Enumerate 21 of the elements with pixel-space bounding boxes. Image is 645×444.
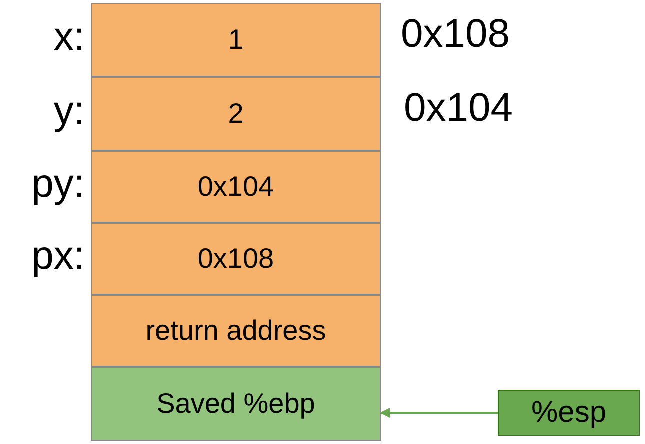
variable-label: y: [54,91,85,131]
stack-slot [91,3,381,77]
variable-label: px: [32,236,85,276]
arrow [380,408,498,418]
slot-value: return address [146,315,326,347]
slot-value: 0x108 [198,243,274,275]
slot-value: %esp [531,396,607,430]
variable-label: x: [54,17,85,57]
slot-value: Saved %ebp [156,388,316,420]
address-label: 0x104 [404,88,513,128]
variable-label: py: [32,164,85,204]
stack-slot [91,367,381,441]
stack-slot [91,295,381,367]
stack-slot [91,151,381,223]
slot-value: 1 [228,24,244,56]
slot-value: 0x104 [198,171,274,203]
slot-value: 2 [228,98,244,130]
address-label: 0x108 [401,14,510,54]
stack-slot [91,223,381,295]
register-box [498,390,640,436]
stack-slot [91,77,381,151]
